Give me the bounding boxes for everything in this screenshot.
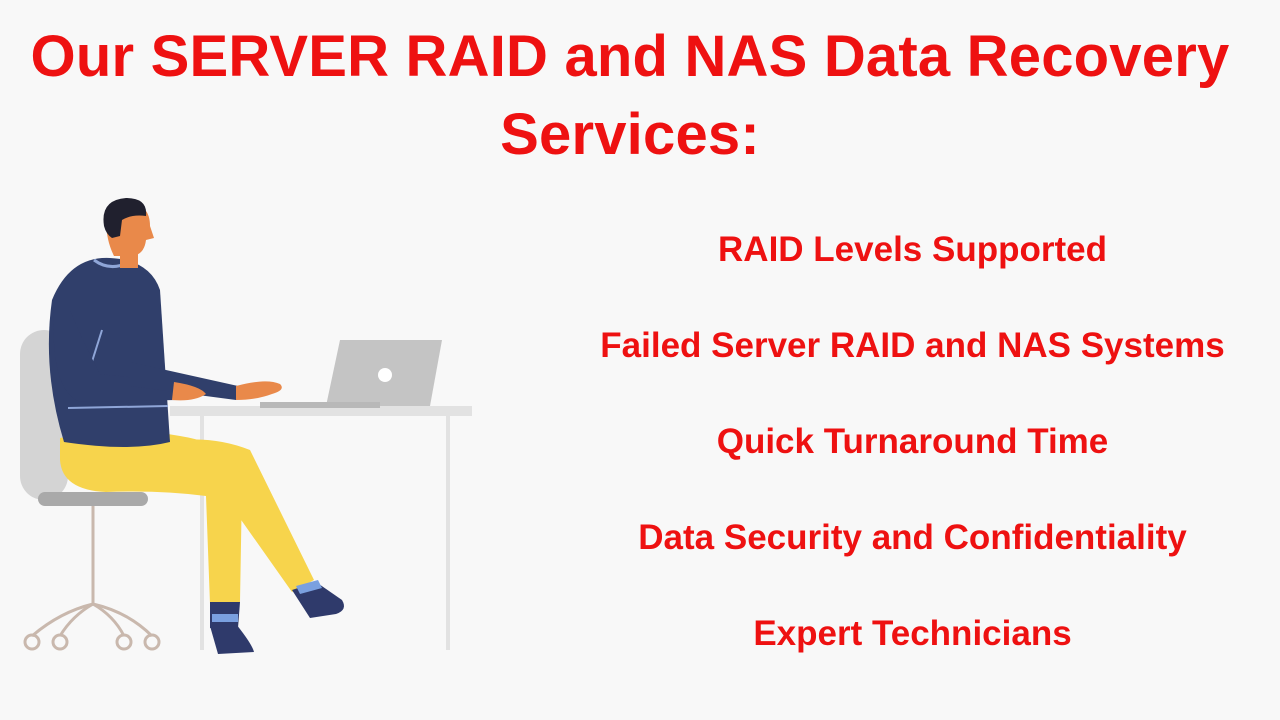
service-item-quick-turnaround: Quick Turnaround Time bbox=[716, 422, 1109, 461]
person-front-leg bbox=[60, 431, 254, 654]
service-item-expert-technicians: Expert Technicians bbox=[753, 614, 1072, 653]
services-list: RAID Levels Supported Failed Server RAID… bbox=[560, 224, 1265, 704]
service-item-raid-levels: RAID Levels Supported bbox=[718, 230, 1107, 269]
person-head bbox=[103, 198, 154, 268]
person-at-laptop-illustration bbox=[10, 190, 490, 670]
chair-seat bbox=[38, 492, 148, 506]
service-item-failed-systems: Failed Server RAID and NAS Systems bbox=[600, 326, 1225, 365]
laptop bbox=[260, 340, 442, 408]
desk bbox=[170, 406, 472, 650]
page-title: Our SERVER RAID and NAS Data Recovery Se… bbox=[30, 24, 1230, 167]
service-item-data-security: Data Security and Confidentiality bbox=[638, 518, 1187, 557]
chair-base bbox=[23, 506, 161, 651]
person-working-at-laptop-icon bbox=[20, 198, 472, 654]
person-arm bbox=[53, 310, 282, 409]
